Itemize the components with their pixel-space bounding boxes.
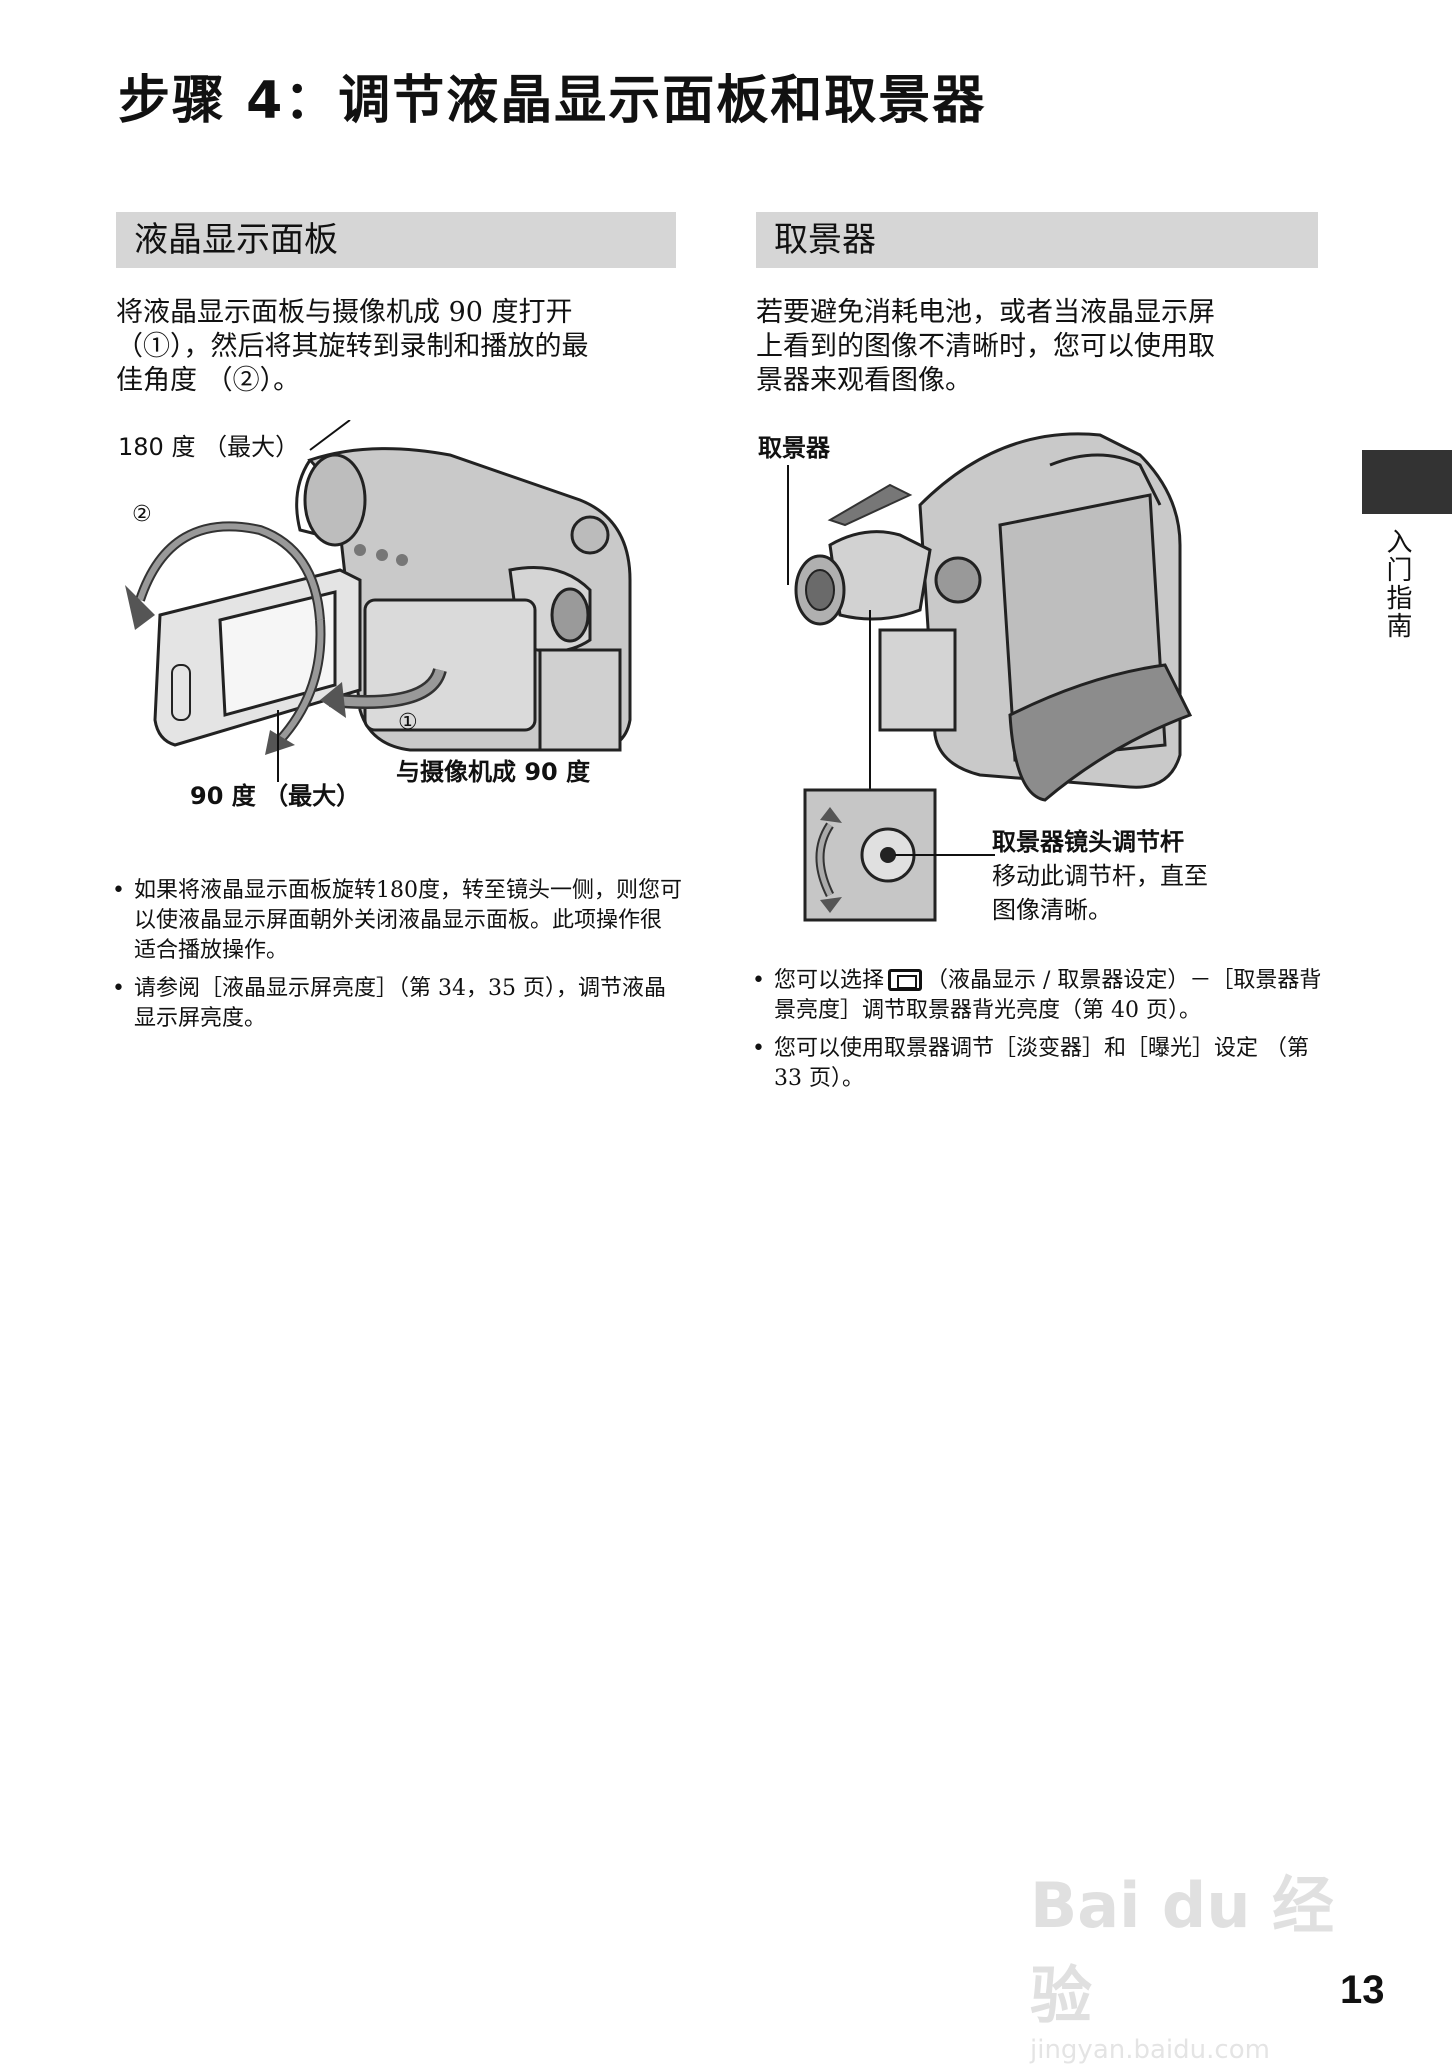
label-lever-title: 取景器镜头调节杆 bbox=[992, 828, 1184, 856]
viewfinder-intro-line-2: 上看到的图像不清晰时，您可以使用取 bbox=[756, 331, 1215, 362]
viewfinder-note-1-pre: 您可以选择 bbox=[774, 968, 885, 993]
viewfinder-note-1: 您可以选择（液晶显示 / 取景器设定）－［取景器背景亮度］调节取景器背光亮度（第… bbox=[752, 966, 1322, 1026]
page-title: 步骤 4：调节液晶显示面板和取景器 bbox=[118, 71, 987, 131]
baidu-watermark: Bai du 经验 jingyan.baidu.com bbox=[1030, 1855, 1370, 2065]
viewfinder-intro-line-1: 若要避免消耗电池，或者当液晶显示屏 bbox=[756, 297, 1215, 328]
label-open-90-degrees: 与摄像机成 90 度 bbox=[396, 758, 591, 786]
marker-1: ① bbox=[398, 710, 418, 735]
watermark-url: jingyan.baidu.com bbox=[1030, 2035, 1270, 2065]
label-90-degrees: 90 度 （最大） bbox=[190, 782, 361, 810]
lcd-notes: 如果将液晶显示面板旋转180度，转至镜头一侧，则您可以使液晶显示屏面朝外关闭液晶… bbox=[112, 876, 682, 1042]
side-tab-marker bbox=[1362, 450, 1452, 514]
label-viewfinder: 取景器 bbox=[758, 434, 830, 462]
viewfinder-notes: 您可以选择（液晶显示 / 取景器设定）－［取景器背景亮度］调节取景器背光亮度（第… bbox=[752, 966, 1322, 1102]
lcd-intro-line-1: 将液晶显示面板与摄像机成 90 度打开 bbox=[116, 297, 573, 328]
viewfinder-intro-line-3: 景器来观看图像。 bbox=[756, 365, 972, 396]
label-lever-desc-2: 图像清晰。 bbox=[992, 896, 1112, 924]
page-number: 13 bbox=[1340, 1968, 1385, 2012]
lcd-panel-figure bbox=[110, 419, 690, 820]
lcd-note-2: 请参阅［液晶显示屏亮度］（第 34，35 页），调节液晶显示屏亮度。 bbox=[112, 974, 682, 1034]
label-lever-desc-1: 移动此调节杆，直至 bbox=[992, 862, 1208, 890]
lcd-viewfinder-setting-icon bbox=[888, 969, 923, 991]
label-180-degrees: 180 度 （最大） bbox=[118, 433, 300, 461]
camcorder-viewfinder-illustration bbox=[787, 432, 1193, 922]
viewfinder-note-2: 您可以使用取景器调节［淡变器］和［曝光］设定 （第 33 页）。 bbox=[752, 1034, 1322, 1094]
viewfinder-figure bbox=[770, 415, 1210, 935]
lcd-intro-line-3: 佳角度 （②）。 bbox=[116, 365, 301, 396]
lcd-intro-line-2: （①），然后将其旋转到录制和播放的最 bbox=[116, 331, 589, 362]
viewfinder-intro-paragraph: 若要避免消耗电池，或者当液晶显示屏 上看到的图像不清晰时，您可以使用取 景器来观… bbox=[756, 296, 1326, 398]
section-heading-lcd: 液晶显示面板 bbox=[116, 212, 676, 268]
viewfinder-note-1-post: （液晶显示 / 取景器设定）－［取景器背景亮度］调节取景器背光亮度（第 40 页… bbox=[774, 968, 1322, 1023]
side-tab-label: 入门指南 bbox=[1382, 528, 1412, 640]
lcd-intro-paragraph: 将液晶显示面板与摄像机成 90 度打开 （①），然后将其旋转到录制和播放的最 佳… bbox=[116, 296, 686, 398]
lcd-note-1: 如果将液晶显示面板旋转180度，转至镜头一侧，则您可以使液晶显示屏面朝外关闭液晶… bbox=[112, 876, 682, 966]
section-heading-viewfinder: 取景器 bbox=[756, 212, 1318, 268]
watermark-logo: Bai du 经验 bbox=[1030, 1869, 1335, 2032]
marker-2: ② bbox=[132, 502, 152, 527]
camcorder-lcd-illustration bbox=[125, 419, 632, 782]
